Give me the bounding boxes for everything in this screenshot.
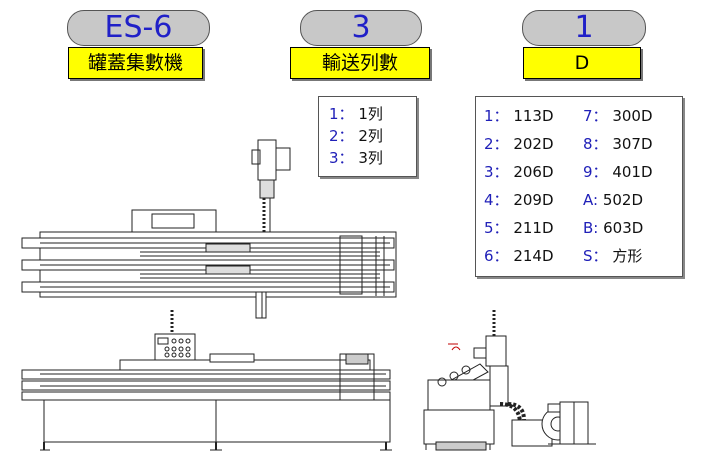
size-options-box: 1： 113D 2： 202D 3： 206D 4： 209D 5： 211D …: [475, 96, 683, 277]
top-view-frame: [21, 209, 397, 319]
option-code: 5：: [484, 219, 509, 237]
option-value: 401D: [612, 163, 653, 181]
option-code: 2：: [484, 135, 509, 153]
option-code: 1：: [484, 107, 509, 125]
size-option: 1： 113D: [484, 107, 554, 125]
option-code: B:: [583, 219, 599, 237]
option-code: A:: [583, 191, 599, 209]
row-option: 1： 1列: [329, 105, 383, 123]
size-option: 3： 206D: [484, 163, 554, 181]
option-value: 502D: [602, 191, 644, 209]
size-option: B: 603D: [583, 219, 643, 237]
option-value: 202D: [513, 135, 554, 153]
size-option: 4： 209D: [484, 191, 554, 209]
row-options-box: 1： 1列 2： 2列 3： 3列: [318, 96, 417, 177]
option-code: 6：: [484, 247, 509, 265]
option-code: S：: [583, 247, 608, 265]
option-value: 209D: [513, 191, 554, 209]
option-value: 2列: [358, 127, 383, 145]
option-value: 307D: [612, 135, 653, 153]
top-view-feeder: [251, 139, 291, 232]
option-code: 8：: [583, 135, 608, 153]
size-option: 8： 307D: [583, 135, 653, 153]
option-value: 300D: [612, 107, 653, 125]
size-option: 9： 401D: [583, 163, 653, 181]
option-value: 方形: [612, 247, 643, 265]
rows-label: 輸送列數: [290, 47, 430, 79]
size-option: 5： 211D: [484, 219, 554, 237]
row-option: 3： 3列: [329, 149, 383, 167]
option-code: 1：: [329, 105, 354, 123]
option-code: 9：: [583, 163, 608, 181]
option-code: 3：: [484, 163, 509, 181]
size-option: 7： 300D: [583, 107, 653, 125]
option-value: 211D: [513, 219, 554, 237]
option-value: 3列: [358, 149, 383, 167]
option-value: 1列: [358, 105, 383, 123]
front-view-control-panel: [154, 310, 196, 361]
size-label: D: [523, 47, 641, 79]
model-label: 罐蓋集數機: [68, 47, 203, 79]
size-code-pill: 1: [522, 10, 646, 46]
size-option: 6： 214D: [484, 247, 554, 265]
model-code-pill: ES-6: [67, 10, 210, 46]
size-option: S： 方形: [583, 247, 642, 265]
option-code: 3：: [329, 149, 354, 167]
option-code: 4：: [484, 191, 509, 209]
option-value: 206D: [513, 163, 554, 181]
option-code: 7：: [583, 107, 608, 125]
option-value: 603D: [603, 219, 644, 237]
row-option: 2： 2列: [329, 127, 383, 145]
rows-code-pill: 3: [300, 10, 422, 46]
size-option: 2： 202D: [484, 135, 554, 153]
front-view-conveyor: [21, 353, 392, 451]
side-view: [423, 310, 596, 451]
option-value: 214D: [513, 247, 554, 265]
size-option: A: 502D: [583, 191, 643, 209]
option-code: 2：: [329, 127, 354, 145]
option-value: 113D: [513, 107, 554, 125]
